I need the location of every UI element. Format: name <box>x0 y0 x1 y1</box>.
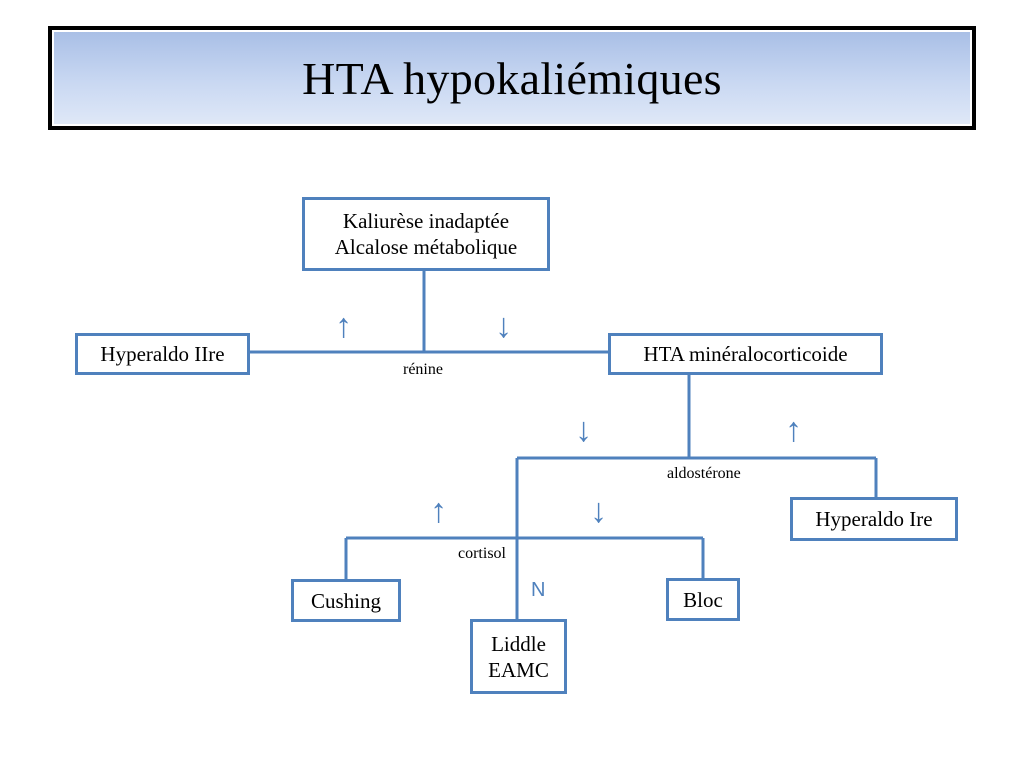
hta-mineralocorticoide-box: HTA minéralocorticoide <box>608 333 883 375</box>
hyperaldo-ire-box: Hyperaldo Ire <box>790 497 958 541</box>
arrow-down-icon: ↓ <box>575 412 592 449</box>
arrow-down-icon: ↓ <box>495 308 512 345</box>
arrow-up-icon: ↑ <box>430 493 447 530</box>
n-label: N <box>531 579 546 601</box>
renine-label: rénine <box>403 361 443 378</box>
arrow-up-icon: ↑ <box>785 412 802 449</box>
bloc-box: Bloc <box>666 578 740 621</box>
hyperaldo-ire-label: Hyperaldo Ire <box>815 507 933 531</box>
kaliurese-line1: Kaliurèse inadaptée <box>342 209 510 233</box>
hyperaldo-iire-box: Hyperaldo IIre <box>75 333 250 375</box>
cushing-label: Cushing <box>310 588 381 613</box>
liddle-line2: EAMC <box>488 657 549 682</box>
page-title: HTA hypokaliémiques <box>302 52 722 104</box>
aldosterone-label: aldostérone <box>667 465 741 482</box>
hta-mineralocorticoide-label: HTA minéralocorticoide <box>643 342 848 366</box>
bloc-label: Bloc <box>683 587 723 612</box>
kaliurese-line2: Alcalose métabolique <box>334 235 518 259</box>
title-inner: HTA hypokaliémiques <box>52 30 972 126</box>
arrow-up-icon: ↑ <box>335 308 352 345</box>
cortisol-label: cortisol <box>458 545 506 562</box>
hyperaldo-iire-label: Hyperaldo IIre <box>100 342 225 366</box>
liddle-line1: Liddle <box>491 631 546 656</box>
cushing-box: Cushing <box>291 579 401 622</box>
arrow-down-icon: ↓ <box>590 493 607 530</box>
title-banner: HTA hypokaliémiques <box>48 26 976 130</box>
kaliurese-box: Kaliurèse inadaptée Alcalose métabolique <box>302 197 550 271</box>
liddle-box: Liddle EAMC <box>470 619 567 694</box>
